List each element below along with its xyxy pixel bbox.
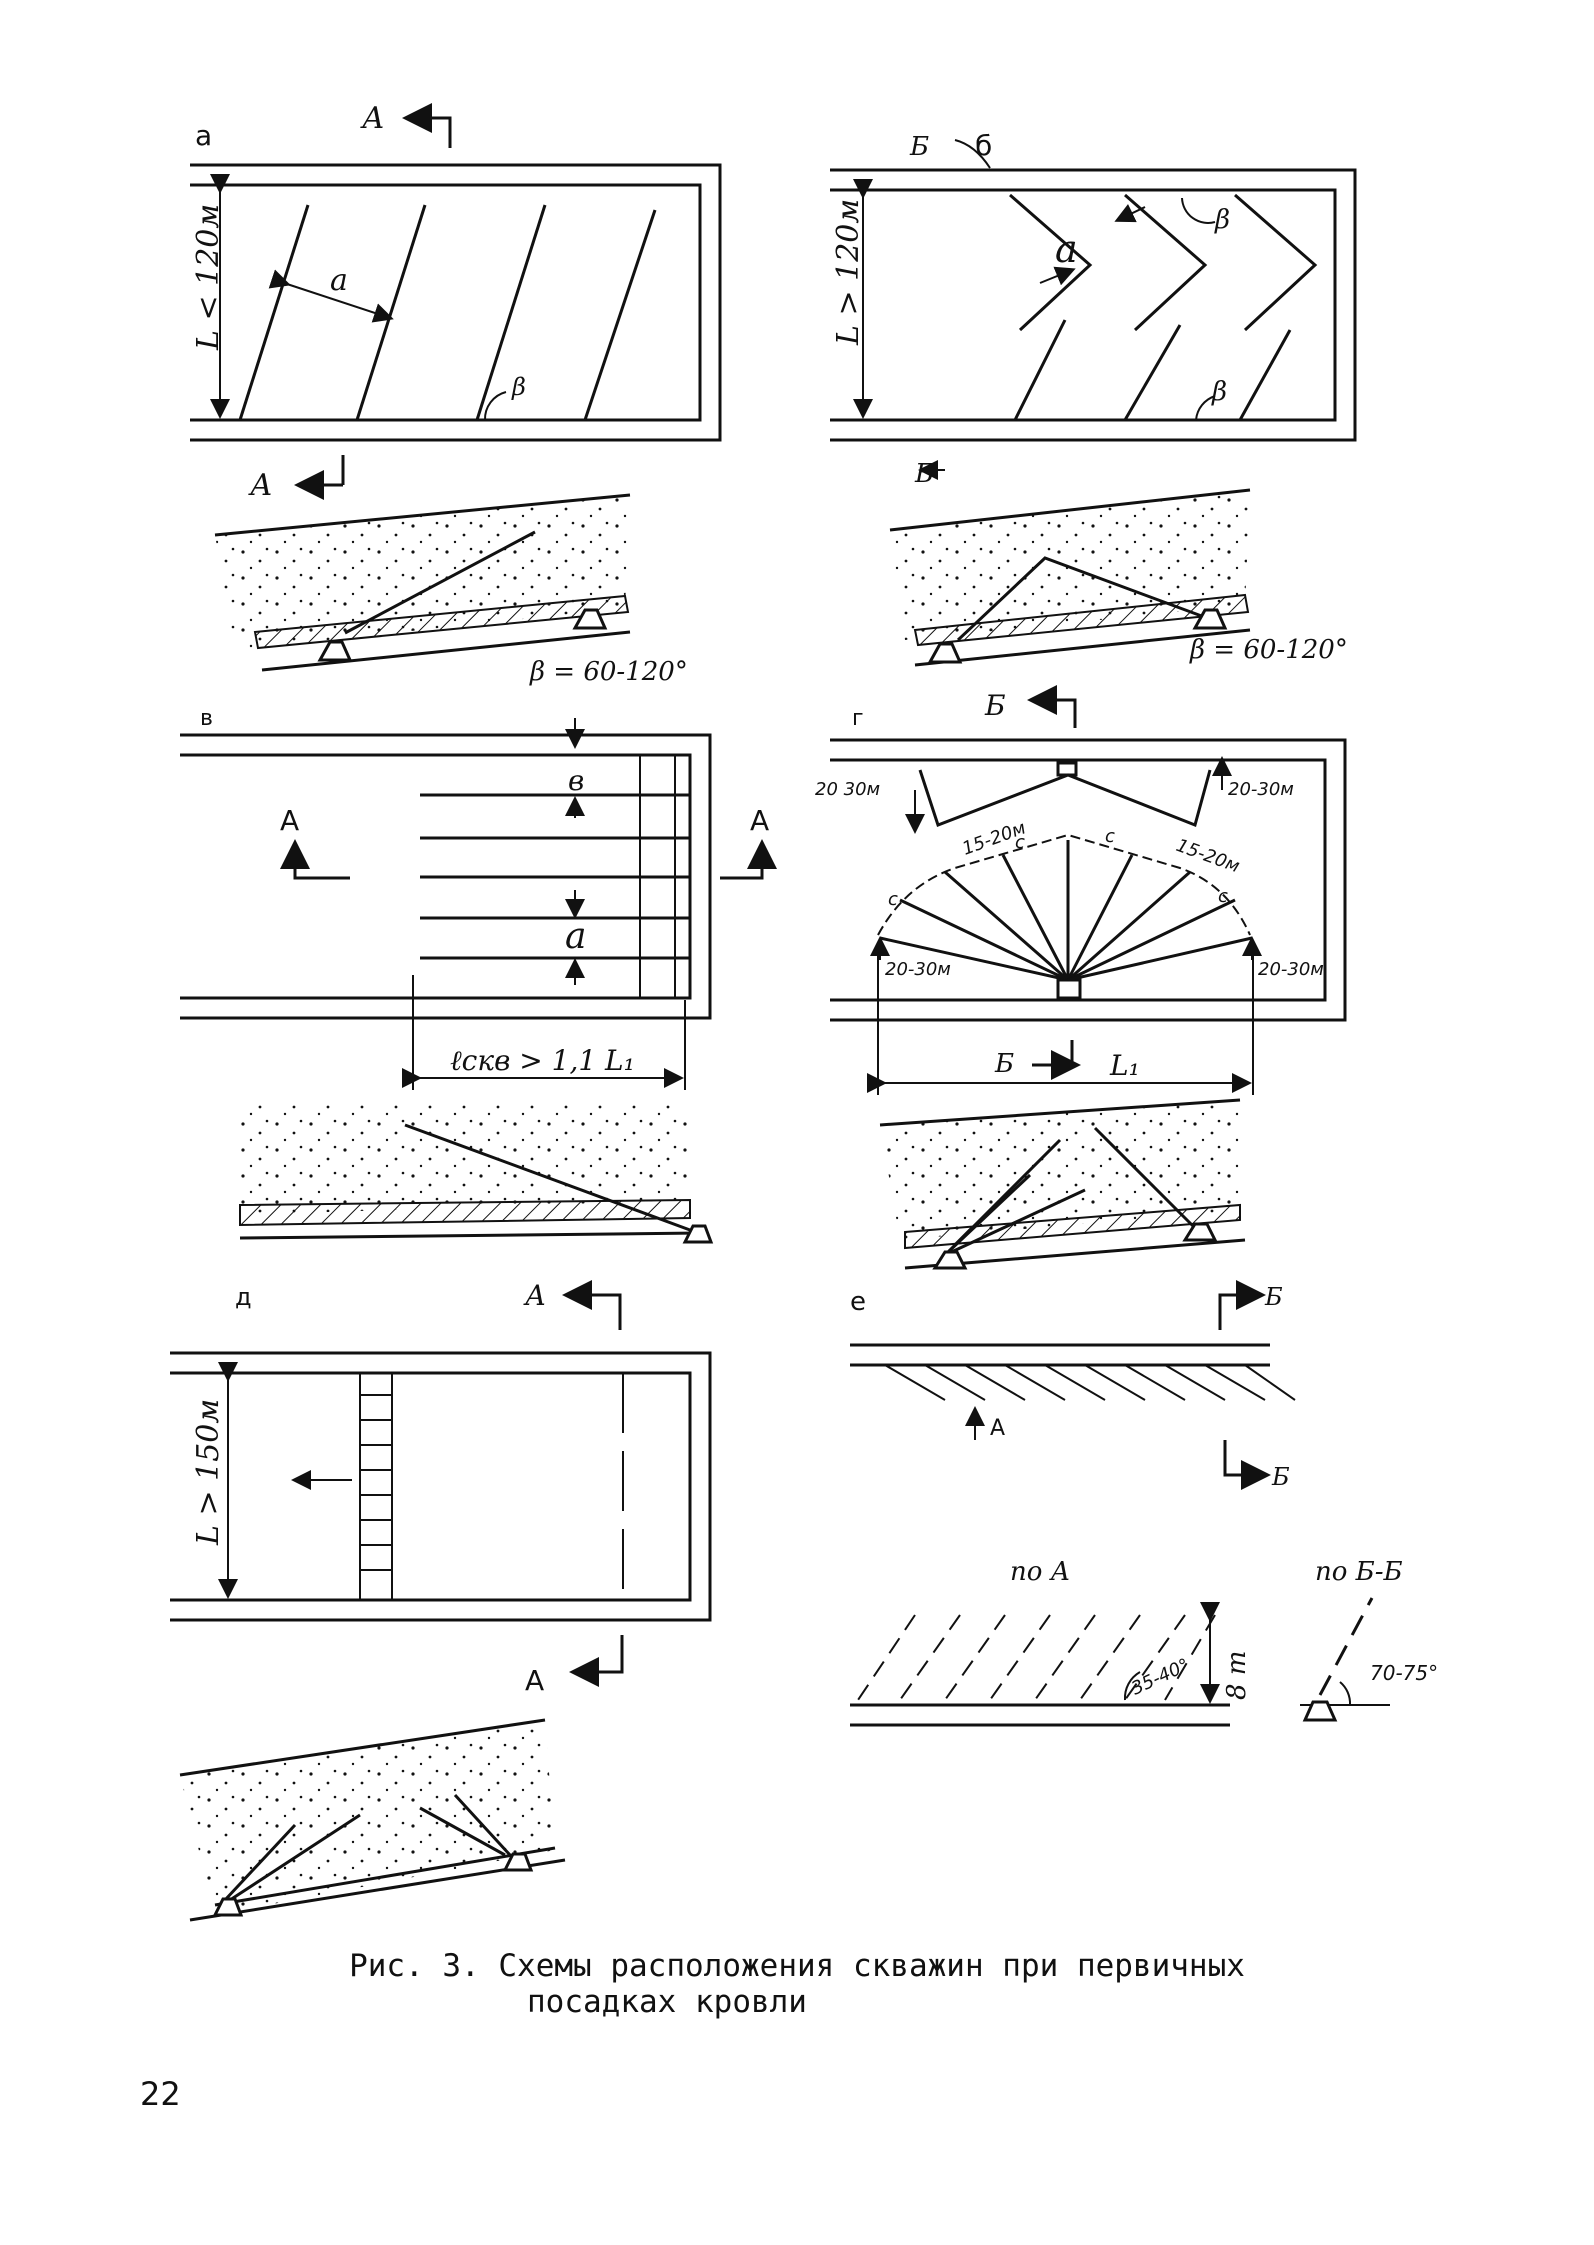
panel-b-spacing-label: а [1055, 227, 1078, 271]
panel-a-angle-label: β [511, 373, 526, 401]
section-view-d [179, 1718, 566, 1922]
section-view-g [879, 1098, 1246, 1270]
figure-caption-line-2: посадках кровли [527, 1984, 807, 2020]
panel-b-angle-top-label: β [1214, 205, 1230, 235]
panel-g-c-label: с [888, 889, 898, 910]
panel-a [190, 103, 722, 672]
panel-a-angle-range: β = 60-120° [529, 657, 688, 687]
panel-g-dim-right-bottom: 20-30м [1258, 959, 1324, 980]
panel-v-spacing-b: в [568, 764, 584, 797]
panel-d [170, 1280, 712, 1922]
section-g-top-label: Б [984, 689, 1006, 722]
panel-g-dim-right-top: 20-30м [1228, 779, 1294, 800]
section-view-b [889, 488, 1251, 667]
section-v-right-label: А [750, 804, 769, 837]
panel-g-dim-mid-right: 15-20м [1173, 835, 1242, 877]
panel-b-length-label: L > 120м [831, 199, 866, 346]
panel-e [850, 1280, 1390, 1727]
panel-b-angle-range: β = 60-120° [1189, 635, 1348, 665]
panel-v-letter: в [200, 706, 213, 731]
panel-v-length-formula: ℓскв > 1,1 L₁ [450, 1044, 635, 1077]
section-d-bottom-label: А [525, 1664, 544, 1697]
panel-g-c-label: с [1015, 832, 1025, 853]
panel-b-letter: б [975, 129, 992, 162]
view-a-detail [850, 1602, 1230, 1727]
panel-g-c-label: с [1105, 826, 1115, 847]
panel-g-dim-left-top: 20 30м [815, 779, 880, 800]
section-d-top-label: А [523, 1279, 546, 1312]
panel-g-length-label: L₁ [1109, 1049, 1140, 1082]
page-number: 22 [140, 2075, 181, 2113]
panel-e-arrow-label: А [990, 1416, 1005, 1441]
panel-g-dim-left-bottom: 20-30м [885, 959, 951, 980]
panel-e-height-label: 8 m [1222, 1651, 1252, 1700]
section-a-bottom-label: А [248, 468, 273, 503]
panel-g-letter: г [852, 706, 864, 731]
section-view-v [239, 1105, 714, 1244]
panel-v-spacing-a: а [565, 916, 586, 957]
section-b-top-label: Б [909, 132, 929, 162]
section-e-top-label: Б [1264, 1283, 1283, 1311]
view-b-detail [1300, 1597, 1390, 1722]
panel-e-view-a-title: по А [1010, 1557, 1070, 1587]
section-a-top-label: А [360, 101, 385, 136]
section-view-a [214, 493, 631, 672]
panel-b-angle-bottom-label: β [1211, 377, 1227, 407]
panel-e-letter: е [850, 1287, 866, 1317]
figure-caption-line-1: Рис. 3. Схемы расположения скважин при п… [349, 1948, 1245, 1984]
panel-a-letter: а [195, 119, 212, 152]
panel-b [830, 139, 1357, 667]
section-b-bottom-label: Б [914, 459, 934, 489]
panel-v [180, 718, 777, 1244]
panel-a-spacing-label: а [330, 263, 348, 298]
section-e-bottom-label: Б [1271, 1463, 1290, 1491]
section-v-left-label: А [280, 804, 299, 837]
panel-e-angle-b: 70-75° [1370, 1661, 1438, 1685]
panel-g [830, 685, 1347, 1270]
panel-d-letter: д [235, 1283, 252, 1311]
panel-d-length-label: L > 150м [191, 1399, 226, 1546]
panel-a-length-label: L < 120м [191, 204, 226, 351]
panel-e-angle-a: 35-40° [1128, 1655, 1192, 1700]
section-g-bottom-label: Б [994, 1049, 1014, 1079]
panel-e-view-b-title: по Б-Б [1315, 1557, 1403, 1587]
panel-g-c-label: с [1218, 886, 1228, 907]
